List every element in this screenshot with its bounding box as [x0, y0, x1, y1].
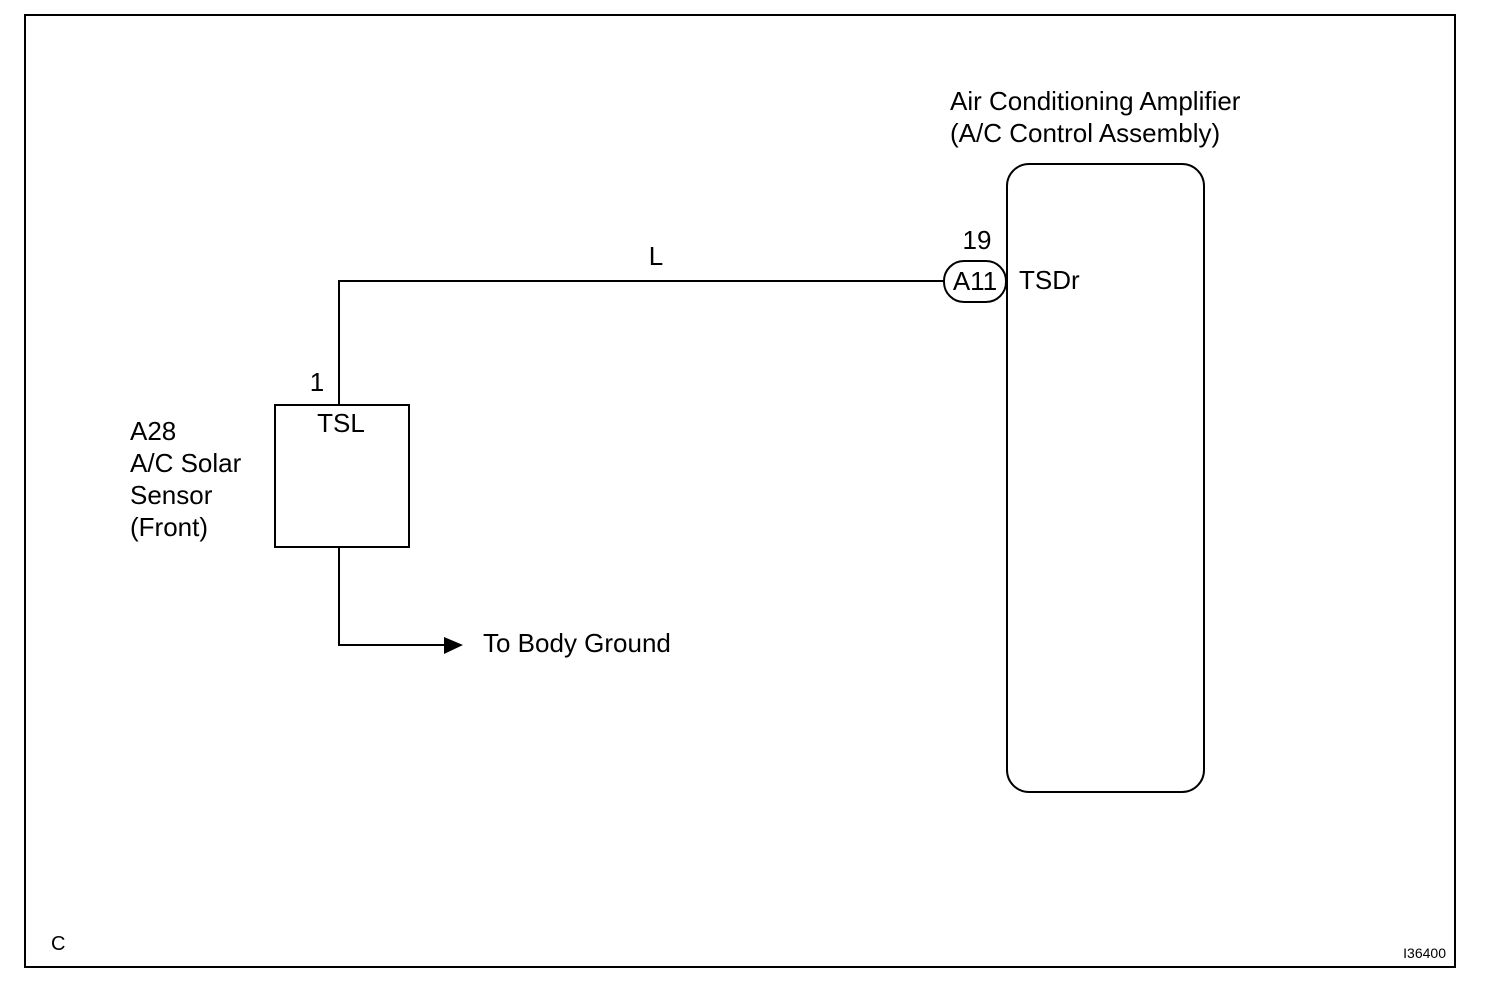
wire-color-code: L: [649, 241, 663, 271]
sensor-name-line1: A/C Solar: [130, 448, 242, 478]
amplifier-block: [1006, 163, 1205, 793]
sensor-name-line2: Sensor: [130, 480, 213, 510]
ground-wire: [338, 547, 446, 646]
sensor-block: [274, 404, 410, 548]
signal-wire: [338, 280, 944, 405]
sensor-pin-number: 1: [310, 367, 324, 397]
sensor-terminal-name: TSL: [317, 408, 365, 438]
amplifier-terminal-name: TSDr: [1019, 265, 1080, 295]
amplifier-name-line2: (A/C Control Assembly): [950, 118, 1220, 148]
sensor-name-line3: (Front): [130, 512, 208, 542]
diagram-frame: [24, 14, 1456, 968]
sensor-code: A28: [130, 416, 176, 446]
connector-code: A11: [953, 266, 997, 296]
footer-left-code: C: [51, 933, 65, 955]
amplifier-pin-number: 19: [963, 225, 992, 255]
amplifier-name-line1: Air Conditioning Amplifier: [950, 86, 1241, 116]
figure-id: I36400: [1403, 945, 1446, 961]
ground-label: To Body Ground: [483, 628, 671, 658]
ground-arrow-icon: [444, 637, 463, 654]
